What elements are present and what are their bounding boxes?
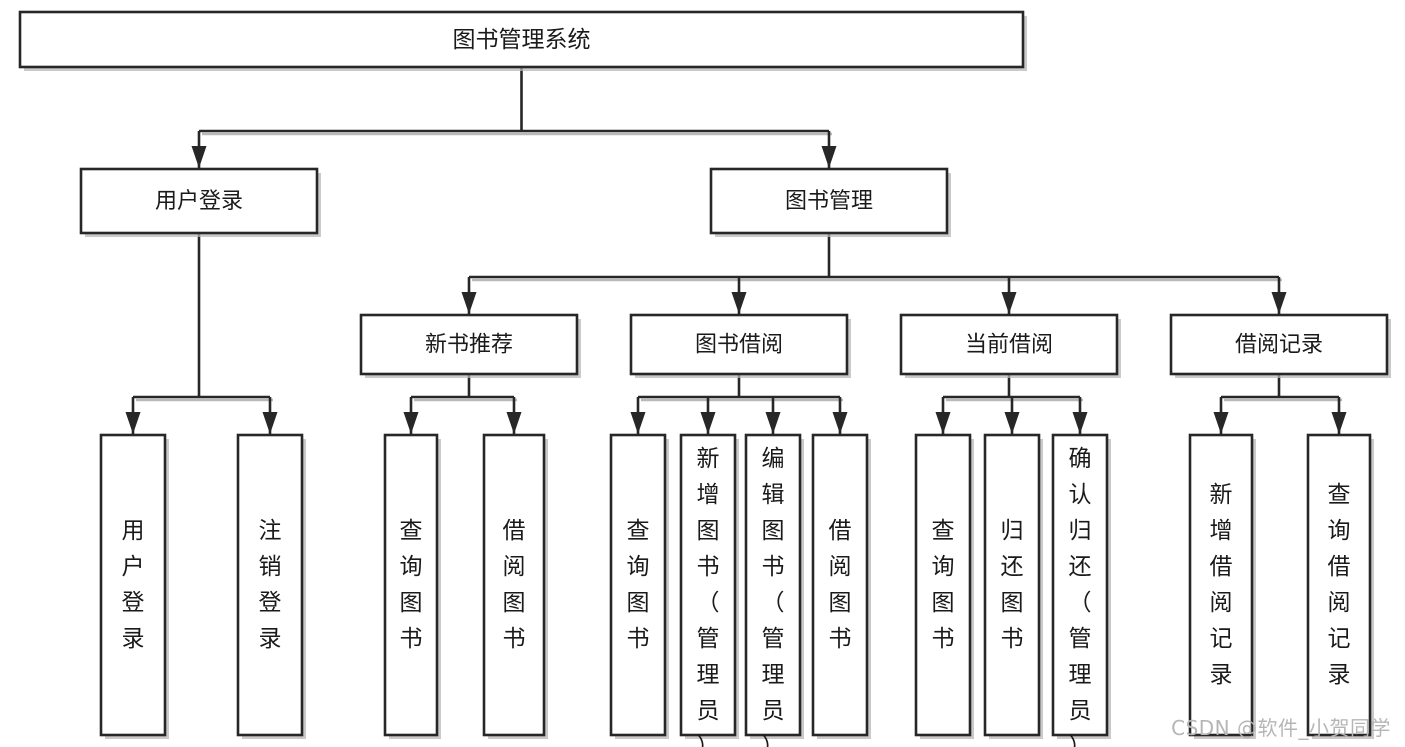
node-leaf-edit-book-admin[interactable]: 编辑图书（管理员）: [744, 433, 804, 747]
node-layer: 图书管理系统用户登录图书管理新书推荐图书借阅当前借阅借阅记录用户登录注销登录查询…: [18, 10, 1391, 747]
arrow-head-icon: [1331, 412, 1347, 434]
connector-group-book-borrow: [630, 374, 848, 434]
node-label: 新书推荐: [425, 333, 513, 358]
node-leaf-confirm-return-admin[interactable]: 确认归还（管理员）: [1051, 433, 1111, 747]
node-leaf-add-book-admin[interactable]: 新增图书（管理员）: [679, 433, 739, 747]
arrow-head-icon: [461, 292, 477, 314]
node-label: 用户登录: [155, 189, 243, 214]
node-book-manage[interactable]: 图书管理: [709, 167, 951, 237]
node-leaf-user-login[interactable]: 用户登录: [99, 433, 169, 739]
arrow-head-icon: [1001, 292, 1017, 314]
node-label: 用户登录: [122, 518, 145, 652]
node-leaf-logout[interactable]: 注销登录: [236, 433, 306, 739]
arrow-head-icon: [191, 146, 207, 168]
node-label: 借阅记录: [1235, 333, 1323, 358]
arrow-head-icon: [1004, 412, 1020, 434]
node-rect[interactable]: [359, 313, 579, 376]
connector-group-book-manage: [461, 233, 1287, 314]
node-user-login[interactable]: 用户登录: [79, 167, 321, 237]
connector-group-borrow-record: [1213, 374, 1347, 434]
node-book-borrow[interactable]: 图书借阅: [629, 313, 851, 378]
node-leaf-borrow-book-recommend[interactable]: 借阅图书: [482, 433, 548, 739]
connector-group-current-borrow: [935, 374, 1088, 434]
node-leaf-return-book[interactable]: 归还图书: [983, 433, 1043, 739]
node-label: 确认归还（管理员）: [1069, 446, 1092, 747]
node-rect[interactable]: [482, 433, 546, 737]
node-rect[interactable]: [1188, 433, 1254, 737]
arrow-head-icon: [630, 412, 646, 434]
node-borrow-record[interactable]: 借阅记录: [1169, 313, 1391, 378]
node-rect[interactable]: [983, 433, 1041, 737]
arrow-head-icon: [403, 412, 419, 434]
node-root[interactable]: 图书管理系统: [18, 10, 1027, 71]
node-rect[interactable]: [709, 167, 949, 235]
connector-group-user-login: [125, 233, 278, 434]
connector-layer: [125, 67, 1347, 434]
node-rect[interactable]: [236, 433, 304, 737]
node-rect[interactable]: [899, 313, 1119, 376]
node-label: 图书管理: [785, 189, 873, 214]
node-leaf-borrow-book[interactable]: 借阅图书: [811, 433, 871, 739]
node-rect[interactable]: [629, 313, 849, 376]
node-leaf-query-book-borrow[interactable]: 查询图书: [609, 433, 669, 739]
node-rect[interactable]: [1306, 433, 1372, 737]
node-rect[interactable]: [811, 433, 869, 737]
node-label: 注销登录: [259, 518, 282, 652]
node-label: 借阅图书: [829, 518, 852, 652]
arrow-head-icon: [765, 412, 781, 434]
node-rect[interactable]: [1051, 433, 1109, 737]
connector-group-root: [191, 67, 837, 168]
arrow-head-icon: [700, 412, 716, 434]
node-label: 查询图书: [932, 518, 955, 652]
node-label: 编辑图书（管理员）: [762, 446, 785, 747]
arrow-head-icon: [935, 412, 951, 434]
node-rect[interactable]: [79, 167, 319, 235]
node-new-book-recommend[interactable]: 新书推荐: [359, 313, 581, 378]
arrow-head-icon: [821, 146, 837, 168]
node-current-borrow[interactable]: 当前借阅: [899, 313, 1121, 378]
node-label: 查询借阅记录: [1328, 482, 1351, 688]
arrow-head-icon: [506, 412, 522, 434]
node-label: 当前借阅: [965, 333, 1053, 358]
node-rect[interactable]: [914, 433, 972, 737]
arrow-head-icon: [1213, 412, 1229, 434]
node-leaf-query-book-recommend[interactable]: 查询图书: [383, 433, 441, 739]
node-label: 借阅图书: [503, 518, 526, 652]
arrow-head-icon: [1271, 292, 1287, 314]
node-rect[interactable]: [18, 10, 1025, 69]
node-label: 查询图书: [400, 518, 423, 652]
node-leaf-query-book-current[interactable]: 查询图书: [914, 433, 974, 739]
node-leaf-add-borrow-record[interactable]: 新增借阅记录: [1188, 433, 1256, 739]
arrow-head-icon: [832, 412, 848, 434]
node-label: 新增借阅记录: [1210, 482, 1233, 688]
node-label: 图书管理系统: [453, 27, 591, 53]
node-rect[interactable]: [679, 433, 737, 737]
node-label: 归还图书: [1001, 518, 1024, 652]
node-rect[interactable]: [1169, 313, 1389, 376]
node-label: 新增图书（管理员）: [697, 446, 720, 747]
node-rect[interactable]: [744, 433, 802, 737]
arrow-head-icon: [731, 292, 747, 314]
arrow-head-icon: [262, 412, 278, 434]
arrow-head-icon: [125, 412, 141, 434]
node-label: 查询图书: [627, 518, 650, 652]
arrow-head-icon: [1072, 412, 1088, 434]
node-label: 图书借阅: [695, 333, 783, 358]
node-rect[interactable]: [383, 433, 439, 737]
node-rect[interactable]: [99, 433, 167, 737]
node-rect[interactable]: [609, 433, 667, 737]
node-leaf-query-borrow-record[interactable]: 查询借阅记录: [1306, 433, 1374, 739]
connector-group-new-book-recommend: [403, 374, 522, 434]
